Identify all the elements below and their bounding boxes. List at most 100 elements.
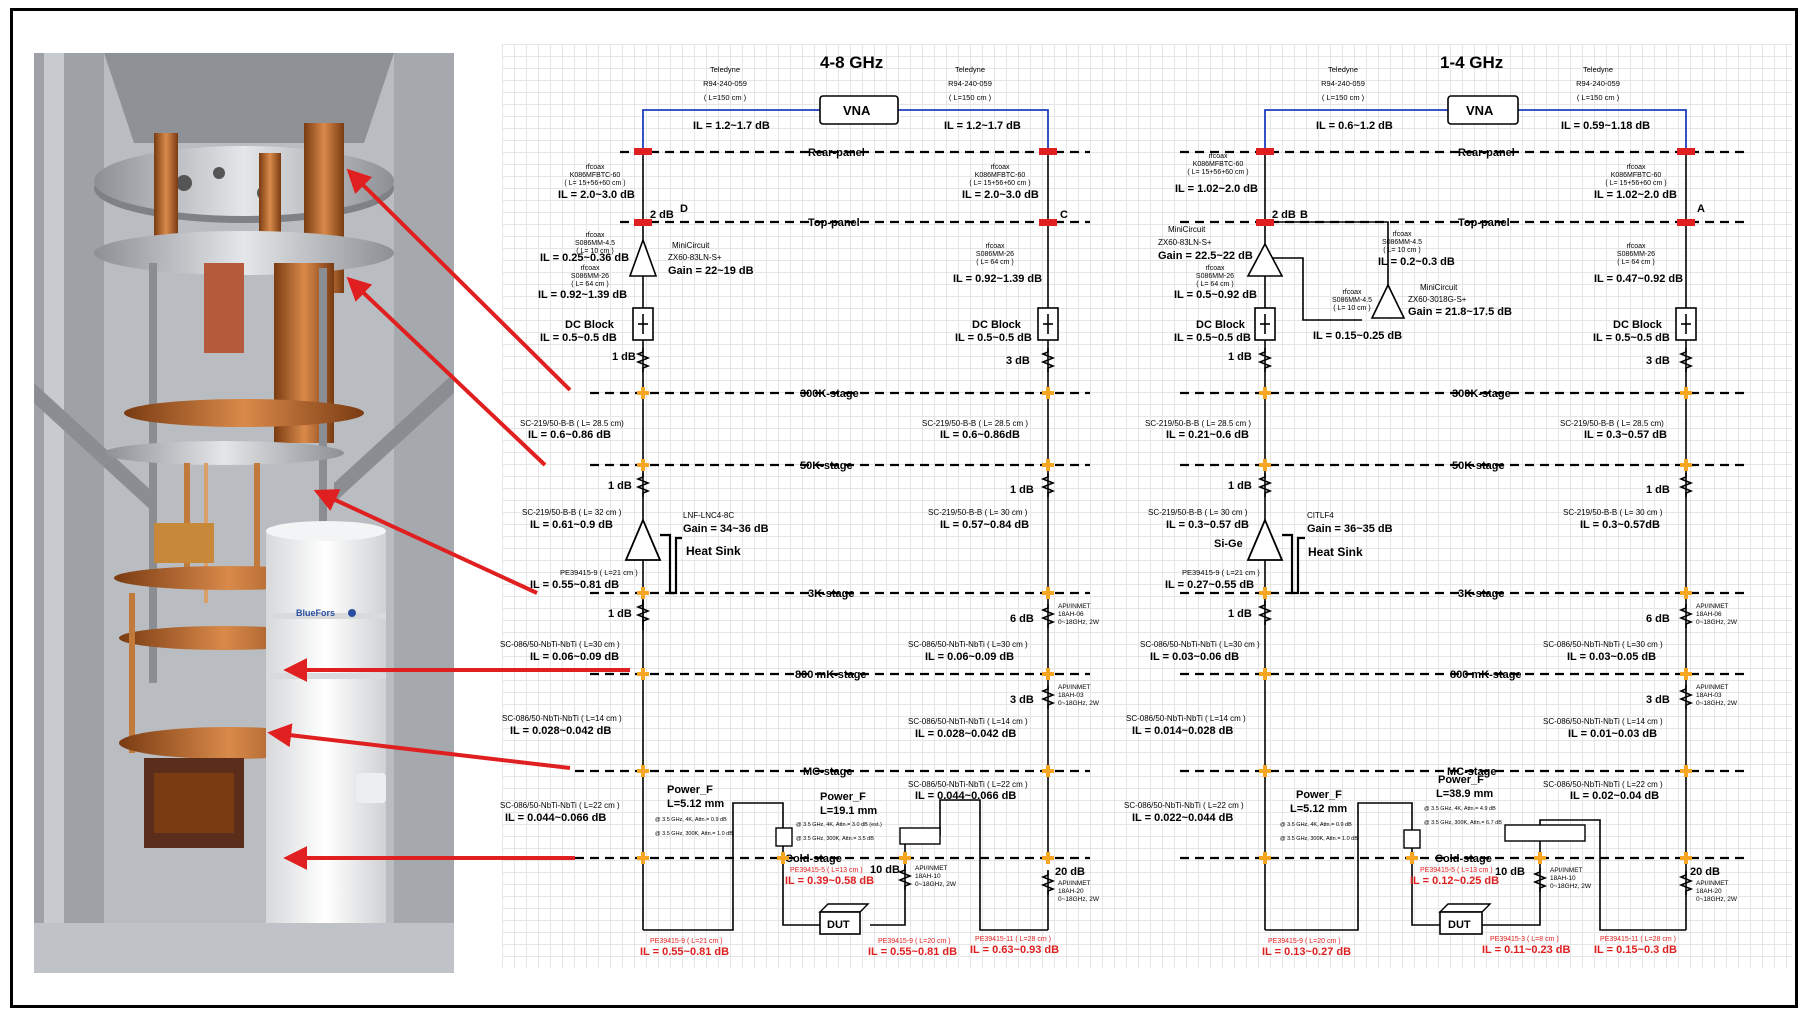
label-band-left-sc086-left-1-il: IL = 0.06~0.09 dB	[530, 651, 619, 663]
label-band-right-rear-rf-right-il: IL = 1.02~2.0 dB	[1594, 189, 1677, 201]
label-band-left-att-2db: 2 dB	[650, 209, 674, 221]
label-band-right-sc086-left-2-il: IL = 0.014~0.028 dB	[1132, 725, 1233, 737]
label-band-right-att-3db-b-l1: API/INMET	[1696, 684, 1729, 691]
label-band-left-rear-rf-left-il: IL = 2.0~3.0 dB	[558, 189, 635, 201]
label-band-right-att-3db-b-l2: 18AH-03	[1696, 692, 1722, 699]
label-band-right-att-6db-l1: API/INMET	[1696, 603, 1729, 610]
attenuator-symbol	[899, 865, 911, 891]
label-band-right-sc086-left-1-il: IL = 0.03~0.06 dB	[1150, 651, 1239, 663]
label-band-left-sc086-right-1-l1: SC-086/50-NbTi-NbTi ( L=30 cm )	[908, 640, 1028, 649]
brace-right	[334, 373, 454, 503]
label-band-left-pf1-n2: @ 3.5 GHz, 300K, Attn.= 1.0 dB	[655, 831, 733, 837]
label-band-left-rf-mid-right-l2: S086MM-26	[976, 251, 1014, 258]
label-band-left-att-1db-b: 1 dB	[608, 480, 632, 492]
label-band-left-att-6db-l3: 0~18GHz, 2W	[1058, 619, 1100, 626]
stage-rear-right: Rear-panel	[1458, 147, 1515, 159]
label-band-right-sc086-left-2-l1: SC-086/50-NbTi-NbTi ( L=14 cm )	[1126, 714, 1246, 723]
stage-cold-left: Cold-stage	[785, 853, 842, 865]
panel-connector	[1677, 219, 1695, 226]
label-band-right-att-1db-a: 1 dB	[1228, 351, 1252, 363]
label-band-left-sc-left-1-il: IL = 0.6~0.86 dB	[528, 429, 611, 441]
stage-mc-right: MC-stage	[1447, 766, 1497, 778]
label-band-right-dc-right-il: IL = 0.5~0.5 dB	[1593, 332, 1670, 344]
schematic-shape	[1265, 257, 1362, 321]
label-band-right-rear-rf-right-l1: rfcoax	[1626, 164, 1646, 171]
label-band-left-amp-top-gain: Gain = 22~19 dB	[668, 265, 754, 277]
label-band-right-pe-bot-1-il: IL = 0.13~0.27 dB	[1262, 946, 1351, 958]
schematic-shape	[176, 175, 192, 191]
schematic-shape: rfcoax S086MM-4.5 ( L= 10 cm )	[1332, 289, 1372, 312]
stage-top-right: Top-panel	[1458, 217, 1510, 229]
label-band-right-att-2db: 2 dB	[1272, 209, 1296, 221]
stage-connector	[1042, 852, 1054, 864]
label-band-right-att-20db-l1: API/INMET	[1696, 880, 1729, 887]
label-band-left-sc-right-2-il: IL = 0.57~0.84 dB	[940, 519, 1029, 531]
label-band-left-pf2-l2: L=19.1 mm	[820, 805, 877, 817]
label-band-right-att-10db-l1: API/INMET	[1550, 867, 1583, 874]
schematic-shape	[266, 521, 386, 541]
heat-sink-left	[660, 533, 682, 595]
label-band-left-sc086-right-2-l1: SC-086/50-NbTi-NbTi ( L=14 cm )	[908, 717, 1028, 726]
schematic-shape	[129, 593, 135, 753]
label-band-right-rf-mid-left-l2: S086MM-26	[1196, 273, 1234, 280]
label-band-right-sc-left-2-l1: SC-219/50-B-B ( L= 30 cm )	[1148, 508, 1248, 517]
panel-connector	[634, 148, 652, 155]
label-band-left-pf2-n2: @ 3.5 GHz, 300K, Attn.= 3.5 dB	[796, 836, 874, 842]
vna-wire-right-out	[1518, 109, 1687, 152]
schematic-shape: API/INMET 18AH-06 0~18GHz, 2W	[1696, 603, 1738, 626]
label-band-right-dut: DUT	[1448, 919, 1471, 931]
label-band-right-pe-bot-1-l1: PE39415-9 ( L=20 cm )	[1268, 938, 1341, 945]
label-band-left-rear-rf-right-l2: K086MFBTC-60	[975, 172, 1026, 179]
attenuator-symbol	[1680, 603, 1692, 629]
label-band-right-att-20db-l3: 0~18GHz, 2W	[1696, 896, 1738, 903]
label-band-right-rf-short-2-il: IL = 0.15~0.25 dB	[1313, 330, 1402, 342]
stage-300k-right: 300K-stage	[1452, 388, 1511, 400]
label-band-left-pe-left-l1: PE39415-9 ( L=21 cm )	[560, 568, 638, 577]
label-band-left-amp-top-l2: ZX60-83LN-S+	[668, 253, 722, 262]
stage-connector	[1259, 587, 1271, 599]
label-band-right-amp-a-l2: ZX60-83LN-S+	[1158, 238, 1212, 247]
label-band-left-rear-rf-left-l3: ( L= 15+56+60 cm )	[564, 180, 625, 187]
attenuator-symbol	[1042, 870, 1054, 896]
power-filter-2-left	[899, 827, 941, 845]
lna-right	[1246, 517, 1284, 561]
cryostat-illustration: BlueFors	[34, 53, 454, 973]
label-band-left-rear-rf-right-l1: rfcoax	[990, 164, 1010, 171]
stage-cold-right: Cold-stage	[1435, 853, 1492, 865]
schematic-shape: rfcoax K086MFBTC-60 ( L= 15+56+60 cm ) r…	[564, 164, 1030, 187]
label-band-left-pe5-l1: PE39415-5 ( L=13 cm )	[790, 867, 863, 874]
schematic-shape	[154, 773, 234, 833]
label-band-right-rf-mid-right-l2: S086MM-26	[1617, 251, 1655, 258]
label-band-right-sc-right-1-il: IL = 0.3~0.57 dB	[1584, 429, 1667, 441]
label-band-right-teledyne-out-line3: ( L=150 cm )	[1577, 93, 1620, 102]
label-band-left-rf-mid-right-l3: ( L= 64 cm )	[976, 259, 1014, 266]
attenuator-symbol	[1259, 600, 1271, 626]
teledyne-out-l2: R94-240-059	[948, 79, 992, 88]
label-band-left-rf-mid-left-l3: ( L= 64 cm )	[571, 281, 609, 288]
label-band-right-rear-rf-left-il: IL = 1.02~2.0 dB	[1175, 183, 1258, 195]
stage-800mk-left: 800 mK-stage	[795, 669, 867, 681]
label-band-right-sc-left-1-il: IL = 0.21~0.6 dB	[1166, 429, 1249, 441]
plate-3k	[104, 441, 344, 465]
label-band-right-att-1db-d: 1 dB	[1228, 608, 1252, 620]
amp-b-right	[1370, 283, 1406, 319]
dut-right	[1439, 911, 1483, 935]
schematic-shape	[782, 858, 820, 926]
power-filter-1-right	[1403, 829, 1421, 849]
label-band-left-sc-right-1-il: IL = 0.6~0.86dB	[940, 429, 1020, 441]
stage-connector	[1042, 765, 1054, 777]
attenuator-symbol	[1042, 603, 1054, 629]
label-band-right-rf-mid-left-il: IL = 0.5~0.92 dB	[1174, 289, 1257, 301]
label-band-right-pf1-n1: @ 3.5 GHz, 4K, Attn.= 0.9 dB	[1280, 822, 1352, 828]
label-band-right-amp-a-gain: Gain = 22.5~22 dB	[1158, 250, 1253, 262]
label-band-left-att-20db-l3: 0~18GHz, 2W	[1058, 896, 1100, 903]
stage-connector	[637, 587, 649, 599]
port-d: D	[680, 203, 688, 215]
label-band-left-pe-bot-2-l1: PE39415-9 ( L=20 cm )	[878, 938, 951, 945]
stage-300k-left: 300K-stage	[800, 388, 859, 400]
arrow-mc	[267, 723, 571, 770]
label-band-left-sc-right-2-l1: SC-219/50-B-B ( L= 30 cm )	[928, 508, 1028, 517]
stage-3k-right: 3K-stage	[1458, 588, 1504, 600]
label-band-left-att-3db-b-l3: 0~18GHz, 2W	[1058, 700, 1100, 707]
